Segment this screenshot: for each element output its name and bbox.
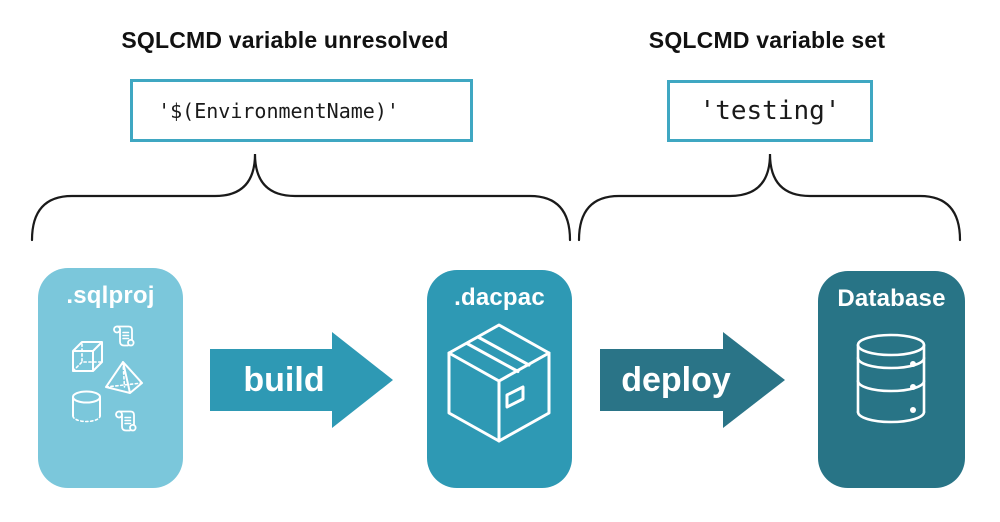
- database-cylinder-icon: [856, 333, 926, 424]
- dacpac-label: .dacpac: [454, 284, 545, 311]
- deploy-arrow-label: deploy: [621, 360, 731, 399]
- build-arrow: build: [210, 332, 395, 428]
- package-box-icon: [447, 323, 551, 443]
- code-text-unresolved: '$(EnvironmentName)': [158, 98, 399, 123]
- curly-brace-left: [30, 153, 572, 242]
- right-arrow-shape: [600, 332, 785, 428]
- code-box-testing-value: 'testing': [667, 80, 873, 142]
- sqlproj-box: .sqlproj: [38, 268, 183, 488]
- curly-brace-right: [577, 153, 962, 242]
- build-arrow-label: build: [243, 360, 325, 399]
- dacpac-box: .dacpac: [427, 270, 572, 488]
- code-text-set: 'testing': [699, 96, 841, 126]
- heading-set: SQLCMD variable set: [648, 27, 886, 53]
- cube-icon: [72, 341, 103, 372]
- heading-unresolved: SQLCMD variable unresolved: [121, 27, 449, 53]
- sqlproj-label: .sqlproj: [66, 282, 155, 309]
- sql-script-icon: [113, 325, 135, 347]
- sql-objects-icon: [72, 325, 143, 432]
- right-arrow-shape: [210, 332, 393, 428]
- pyramid-icon: [105, 361, 143, 394]
- database-label: Database: [837, 285, 946, 312]
- database-box: Database: [818, 271, 965, 488]
- cylinder-icon: [72, 390, 101, 423]
- sql-script-icon: [115, 410, 137, 432]
- deploy-arrow: deploy: [600, 332, 785, 428]
- code-box-environment-variable: '$(EnvironmentName)': [130, 79, 473, 142]
